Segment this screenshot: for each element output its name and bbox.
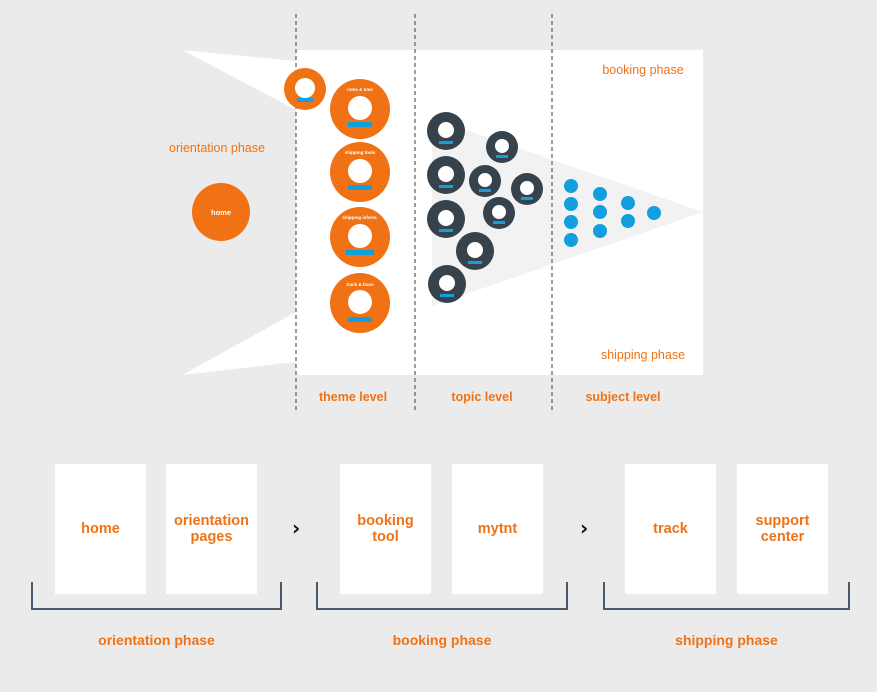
theme-node-track-trace: track & trace [330,273,390,333]
theme-node-label: shipping tools [345,150,376,155]
theme-node-shipping-tools: shipping tools [330,142,390,202]
subject-node [564,179,578,193]
inner-funnel [432,118,703,306]
topic-level-label: topic level [451,390,512,404]
flow-card-support-center: support center [737,464,828,594]
topic-node [456,232,494,270]
topic-node [469,165,501,197]
subject-nodes [564,179,661,247]
theme-node-shipping-inform: shipping inform. [330,207,390,267]
flow-card-label: orientation pages [174,513,249,545]
flow-card-label: booking tool [357,513,414,545]
topic-node [511,173,543,205]
home-node [192,183,250,241]
topic-node [483,197,515,229]
topic-nodes [427,112,543,303]
flow-card-label: support center [755,513,810,545]
chevron-right-icon: › [580,516,589,540]
booking-phase-caption: booking phase [392,632,492,648]
subject-node [593,205,607,219]
theme-node-label: shipping inform. [342,215,377,220]
topic-node [427,112,465,150]
theme-level-label: theme level [319,390,387,404]
topic-node [486,131,518,163]
flow-card-track: track [625,464,716,594]
topic-node [428,265,466,303]
theme-node-label: rates & time [347,87,373,92]
flow-card-label: track [653,521,688,537]
subject-node [564,233,578,247]
subject-node [621,214,635,228]
flow-card-home: home [55,464,146,594]
subject-node [647,206,661,220]
phase-bracket-orientation [31,582,282,610]
flow-card-orientation-pages: orientation pages [166,464,257,594]
orientation-phase-label: orientation phase [169,141,265,155]
subject-node [564,197,578,211]
subject-node [621,196,635,210]
subject-node [564,215,578,229]
phase-bracket-booking [316,582,568,610]
phase-bracket-shipping [603,582,850,610]
topic-node [427,200,465,238]
chevron-right-icon: › [292,516,301,540]
small-theme-node [284,68,326,110]
booking-phase-label: booking phase [602,63,683,77]
theme-node-label: track & trace [346,282,374,287]
shipping-phase-caption: shipping phase [675,632,778,648]
orientation-phase-caption: orientation phase [98,632,215,648]
flow-card-label: home [81,521,120,537]
subject-level-label: subject level [585,390,660,404]
shipping-phase-label: shipping phase [601,348,685,362]
subject-node [593,187,607,201]
flow-card-mytnt: mytnt [452,464,543,594]
theme-node-rates: rates & time [330,79,390,139]
topic-node [427,156,465,194]
flow-card-booking-tool: booking tool [340,464,431,594]
flow-card-label: mytnt [477,521,518,537]
home-node-label: home [211,208,231,217]
subject-node [593,224,607,238]
